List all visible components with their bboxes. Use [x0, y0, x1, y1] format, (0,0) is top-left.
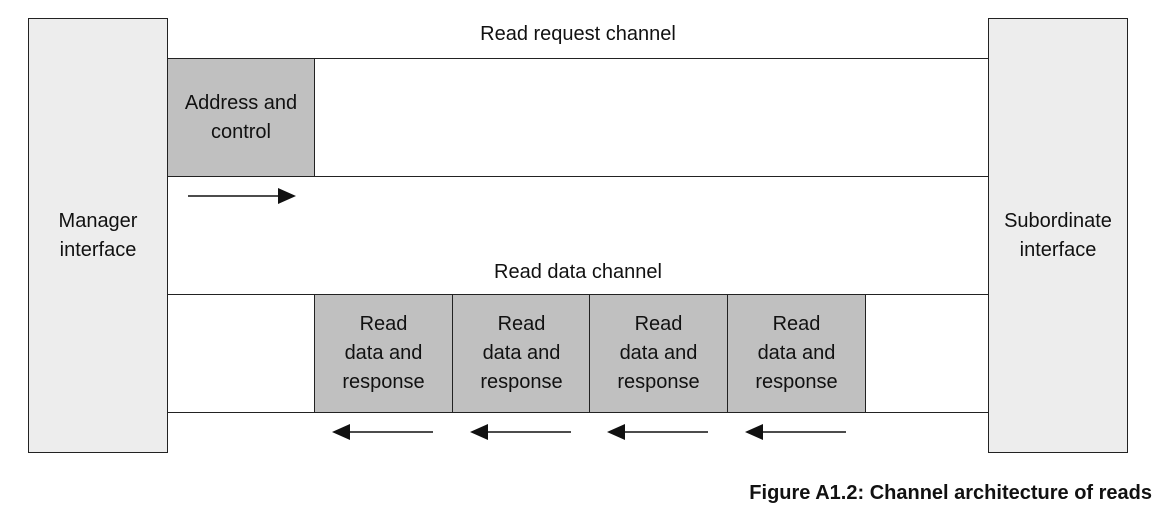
read-data-response-label: Read data and response	[480, 313, 563, 393]
subordinate-interface-label: Subordinate interface	[1004, 209, 1112, 261]
read-data-response-label: Read data and response	[342, 313, 425, 393]
data-arrow-left-icon	[470, 424, 571, 440]
request-arrow-right-icon	[188, 188, 296, 204]
address-and-control-box: Address and control	[167, 58, 315, 177]
data-arrow-left-icon	[332, 424, 433, 440]
data-arrow-left-icon	[607, 424, 708, 440]
read-data-response-box: Read data and response	[452, 294, 591, 413]
read-data-response-box: Read data and response	[727, 294, 866, 413]
figure-caption: Figure A1.2: Channel architecture of rea…	[749, 482, 1152, 504]
read-data-response-label: Read data and response	[617, 313, 700, 393]
request-channel-top-line	[168, 58, 988, 59]
manager-interface-box: Manager interface	[28, 18, 168, 453]
subordinate-interface-box: Subordinate interface	[988, 18, 1128, 453]
read-data-response-box: Read data and response	[589, 294, 728, 413]
read-request-channel-title: Read request channel	[480, 23, 676, 45]
request-channel-bottom-line	[168, 176, 988, 177]
data-arrow-left-icon	[745, 424, 846, 440]
read-data-response-box: Read data and response	[314, 294, 453, 413]
address-and-control-label: Address and control	[184, 91, 298, 143]
read-data-channel-title: Read data channel	[494, 261, 662, 283]
read-data-response-label: Read data and response	[755, 313, 838, 393]
manager-interface-label: Manager interface	[58, 209, 138, 261]
